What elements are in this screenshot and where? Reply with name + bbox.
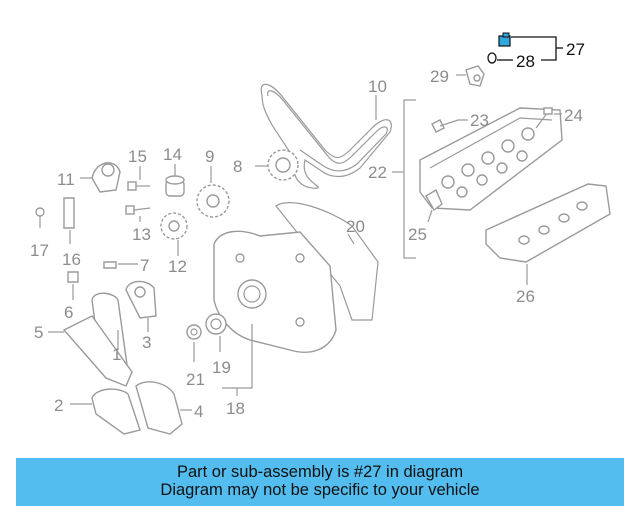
part-14-roller <box>165 175 185 197</box>
callout-28: 28 <box>516 52 535 71</box>
part-9-gear <box>196 184 230 218</box>
part-25-bracket <box>425 188 443 212</box>
callout-12: 12 <box>168 257 187 276</box>
callout-5: 5 <box>34 323 43 342</box>
callout-3: 3 <box>142 333 151 352</box>
part-13-bolt <box>125 205 151 215</box>
callout-8: 8 <box>233 157 242 176</box>
part-6-bracket <box>67 271 79 283</box>
part-24-stud <box>535 107 553 129</box>
callout-13: 13 <box>132 225 151 244</box>
banner-line-2: Diagram may not be specific to your vehi… <box>160 481 480 499</box>
info-banner: Part or sub-assembly is #27 in diagram D… <box>16 458 624 506</box>
part-12-pulley <box>160 212 188 240</box>
callout-29: 29 <box>430 67 449 86</box>
callout-1: 1 <box>112 345 121 364</box>
callout-16: 16 <box>62 250 81 269</box>
part-28-seal <box>487 52 497 64</box>
callout-10: 10 <box>368 77 387 96</box>
part-7-bolt <box>103 261 117 269</box>
engine-front-cover <box>213 230 337 353</box>
callout-22: 22 <box>368 163 387 182</box>
part-1-timing-cover <box>62 292 133 387</box>
callout-6: 6 <box>64 303 73 322</box>
callout-18: 18 <box>226 399 245 418</box>
valve-cover <box>419 107 563 211</box>
part-15-bolt <box>127 181 150 191</box>
callout-25: 25 <box>408 225 427 244</box>
callout-26: 26 <box>516 287 535 306</box>
part-3-bracket <box>125 280 157 319</box>
part-21-seal <box>186 324 202 340</box>
callout-2: 2 <box>54 396 63 415</box>
banner-line-1: Part or sub-assembly is #27 in diagram <box>176 463 464 481</box>
part-11-tensioner <box>91 162 121 193</box>
part-2-lower-cover <box>91 388 141 435</box>
part-19-seal <box>205 313 227 335</box>
part-23-bolt <box>431 119 459 133</box>
callout-19: 19 <box>212 358 231 377</box>
callout-15: 15 <box>128 147 147 166</box>
callout-4: 4 <box>194 402 203 421</box>
part-4-lower-cover <box>135 381 183 435</box>
part-20-gasket <box>275 202 379 321</box>
part-26-gasket <box>485 183 611 263</box>
part-29-sensor <box>465 65 485 87</box>
callout-20: 20 <box>346 217 365 236</box>
callout-27: 27 <box>566 40 585 59</box>
callout-17: 17 <box>30 241 49 260</box>
callout-14: 14 <box>163 145 182 164</box>
callout-23: 23 <box>470 111 489 130</box>
part-8-sprocket <box>267 149 299 181</box>
callout-11: 11 <box>57 170 75 189</box>
callout-24: 24 <box>564 106 583 125</box>
part-17-bolt <box>35 207 45 228</box>
callout-21: 21 <box>186 370 205 389</box>
part-16-pin <box>63 197 75 229</box>
callout-7: 7 <box>140 256 149 275</box>
part-27-sensor[interactable] <box>498 32 511 47</box>
parts-diagram: 27 28 29 10 22 23 <box>30 32 611 435</box>
callout-9: 9 <box>205 147 214 166</box>
